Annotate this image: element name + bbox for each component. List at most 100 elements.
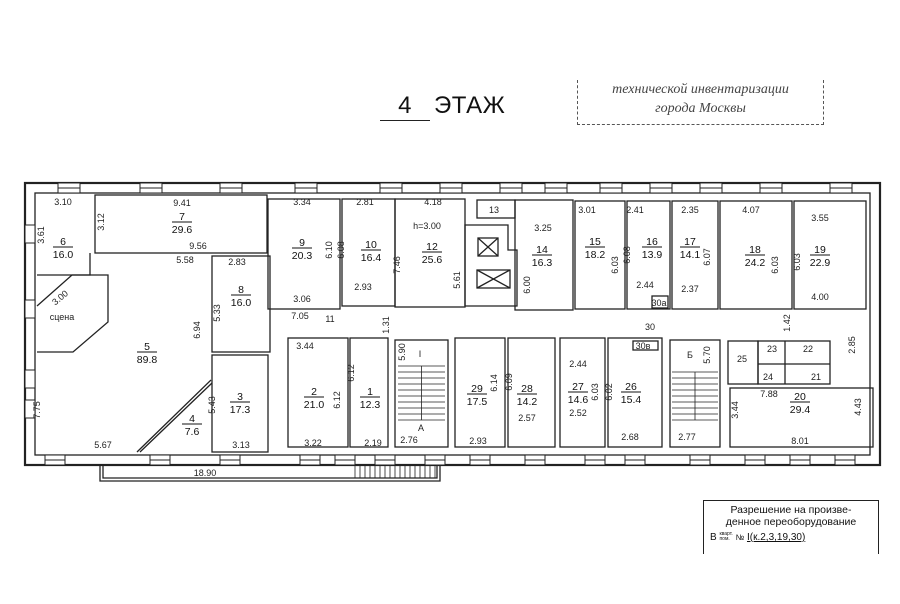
plan-label: 22 — [803, 344, 813, 354]
stage-outline — [36, 274, 109, 353]
dimension-label: 2.44 — [636, 280, 654, 290]
dimension-label: 6.10 — [324, 241, 334, 259]
window — [334, 454, 356, 466]
dimension-label: 2.57 — [518, 413, 536, 423]
room-4: 47.6 — [182, 413, 202, 438]
dimension-label: 6.14 — [489, 374, 499, 392]
permit-line-1: Разрешение на произве- — [730, 504, 852, 516]
room-number: 27 — [572, 381, 584, 393]
room-labels: 112.3221.0317.347.6589.8616.0729.6816.09… — [53, 211, 831, 438]
dimension-label: 9.56 — [189, 241, 207, 251]
dimension-label: 2.41 — [626, 205, 644, 215]
balcony — [99, 465, 441, 482]
floor-number: 4 — [380, 92, 430, 121]
dimension-label: 6.12 — [346, 364, 356, 382]
plan-label: 13 — [489, 205, 499, 215]
room-number: 8 — [238, 284, 244, 296]
room-number: 12 — [426, 241, 438, 253]
dimension-label: 5.70 — [702, 346, 712, 364]
windows — [24, 182, 856, 466]
window — [219, 454, 241, 466]
window — [789, 454, 811, 466]
dimension-label: 5.61 — [452, 271, 462, 289]
room-5: 589.8 — [137, 341, 158, 366]
permit-abbr-top: кварт. — [719, 531, 733, 538]
dimension-label: 2.19 — [364, 438, 382, 448]
window — [829, 182, 853, 194]
stamp-line-2: города Москвы — [655, 101, 746, 116]
window — [24, 299, 36, 319]
dimension-label: 7.46 — [392, 256, 402, 274]
room-number: 16 — [646, 236, 658, 248]
dimension-label: 1.42 — [782, 314, 792, 332]
room-number: 29 — [471, 383, 483, 395]
dimension-label: 3.01 — [578, 205, 596, 215]
room-area: 17.3 — [230, 404, 251, 416]
room-area: 24.2 — [745, 257, 766, 269]
inner-wall — [34, 192, 871, 456]
room-number: 15 — [589, 236, 601, 248]
window — [744, 454, 766, 466]
room-area: 25.6 — [422, 254, 443, 266]
dimension-label: 3.55 — [811, 213, 829, 223]
room-number: 9 — [299, 237, 305, 249]
dimension-label: 8.01 — [791, 436, 809, 446]
dimension-label: 5.90 — [397, 343, 407, 361]
dimension-label: 6.94 — [192, 321, 202, 339]
window — [699, 182, 723, 194]
dimension-label: 4.07 — [742, 205, 760, 215]
room-1: 112.3 — [360, 386, 381, 411]
room-area: 20.3 — [292, 250, 313, 262]
dimension-label: 6.03 — [610, 256, 620, 274]
dimension-label: 5.43 — [207, 396, 217, 414]
permit-no: № — [735, 533, 745, 542]
window — [759, 182, 783, 194]
window — [24, 399, 36, 419]
window — [439, 182, 463, 194]
room-area: 22.9 — [810, 257, 831, 269]
room-14-outline — [514, 199, 574, 311]
room-number: 20 — [794, 391, 806, 403]
permit-reference: В кварт.пом. № I(к.2,3,19,30) — [704, 532, 878, 544]
elevator-2 — [476, 269, 511, 289]
dimension-label: 3.22 — [304, 438, 322, 448]
room-2-outline — [287, 337, 349, 448]
plan-label: 11 — [325, 314, 334, 324]
window — [499, 182, 523, 194]
plan-label: 30в — [636, 341, 651, 351]
room-area: 89.8 — [137, 354, 158, 366]
room-30a-outline — [651, 295, 669, 309]
room-area: 21.0 — [304, 399, 325, 411]
window — [584, 454, 606, 466]
window — [524, 454, 546, 466]
room-18-outline — [719, 200, 793, 310]
dimension-label: 6.08 — [622, 246, 632, 264]
window — [149, 454, 171, 466]
elevator-shaft — [464, 224, 518, 307]
room-number: 1 — [367, 386, 373, 398]
window — [469, 454, 491, 466]
stair-I — [394, 339, 449, 448]
plan-label: 21 — [811, 372, 821, 382]
room-area: 14.2 — [517, 396, 538, 408]
room-area: 12.3 — [360, 399, 381, 411]
dimension-label: 4.00 — [811, 292, 829, 302]
dimension-label: 2.93 — [354, 282, 372, 292]
room-number: 5 — [144, 341, 150, 353]
room-19-outline — [793, 200, 867, 310]
room-29-outline — [454, 337, 506, 448]
room-area: 16.0 — [53, 249, 74, 261]
dimension-label: 3.25 — [534, 223, 552, 233]
room-number: 26 — [625, 381, 637, 393]
room-2: 221.0 — [304, 386, 325, 411]
dimension-label: 7.88 — [760, 389, 778, 399]
room-28-outline — [507, 337, 556, 448]
dimension-label: 2.68 — [621, 432, 639, 442]
room-15-outline — [574, 200, 626, 310]
room-7: 729.6 — [172, 211, 193, 236]
dimension-label: 3.61 — [36, 226, 46, 244]
room-number: 14 — [536, 244, 548, 256]
dimension-label: 6.08 — [336, 241, 346, 259]
